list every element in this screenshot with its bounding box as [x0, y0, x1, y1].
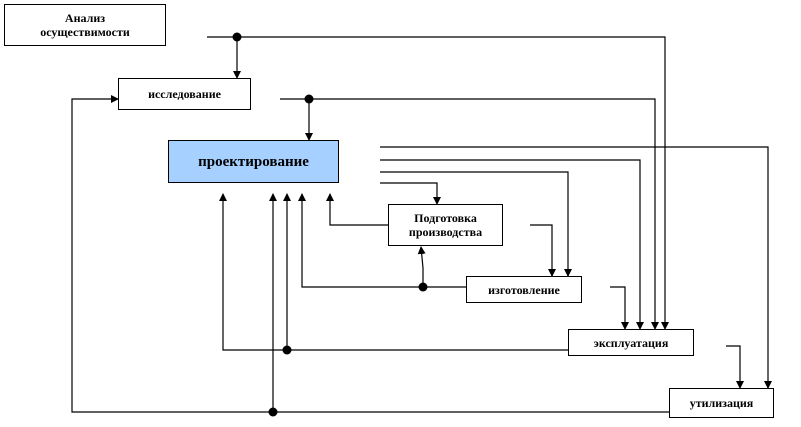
edge-research-bus	[280, 98, 659, 330]
node-operation: эксплуатация	[568, 329, 694, 356]
edge-design-prep	[380, 182, 441, 205]
edge-manufacture-design	[298, 193, 466, 288]
junction-dot	[232, 32, 242, 42]
node-manufacture: изготовление	[466, 276, 582, 303]
edge-design-manufacture	[380, 171, 572, 277]
edge-design-operation	[380, 159, 644, 330]
node-label: Анализ осуществимости	[40, 11, 130, 39]
node-label: утилизация	[689, 396, 754, 410]
junction-dot	[418, 282, 428, 292]
edge-operation-design	[219, 193, 568, 351]
edge-manufacture-prep	[417, 246, 426, 287]
node-disposal: утилизация	[669, 388, 774, 418]
node-design: проектирование	[168, 140, 339, 183]
node-label: Подготовка производства	[408, 211, 483, 239]
node-feasibility-analysis: Анализ осуществимости	[4, 4, 166, 46]
junction-dot	[268, 407, 278, 417]
node-production-preparation: Подготовка производства	[388, 204, 503, 246]
edge-design-disposal	[380, 146, 772, 389]
edge-prep-manufacture	[530, 224, 556, 277]
edge-operation-disposal	[726, 345, 744, 389]
node-label: эксплуатация	[593, 335, 669, 350]
node-label: проектирование	[198, 153, 309, 170]
edge-analysis-bus	[207, 36, 669, 330]
edge-disposal-research	[71, 95, 669, 413]
node-label: изготовление	[488, 282, 560, 297]
node-research: исследование	[118, 78, 251, 110]
edge-prep-design	[326, 193, 388, 226]
node-label: исследование	[148, 87, 221, 101]
edge-manufacture-operation	[610, 286, 629, 330]
junction-dot	[304, 94, 314, 104]
junction-dot	[282, 345, 292, 355]
